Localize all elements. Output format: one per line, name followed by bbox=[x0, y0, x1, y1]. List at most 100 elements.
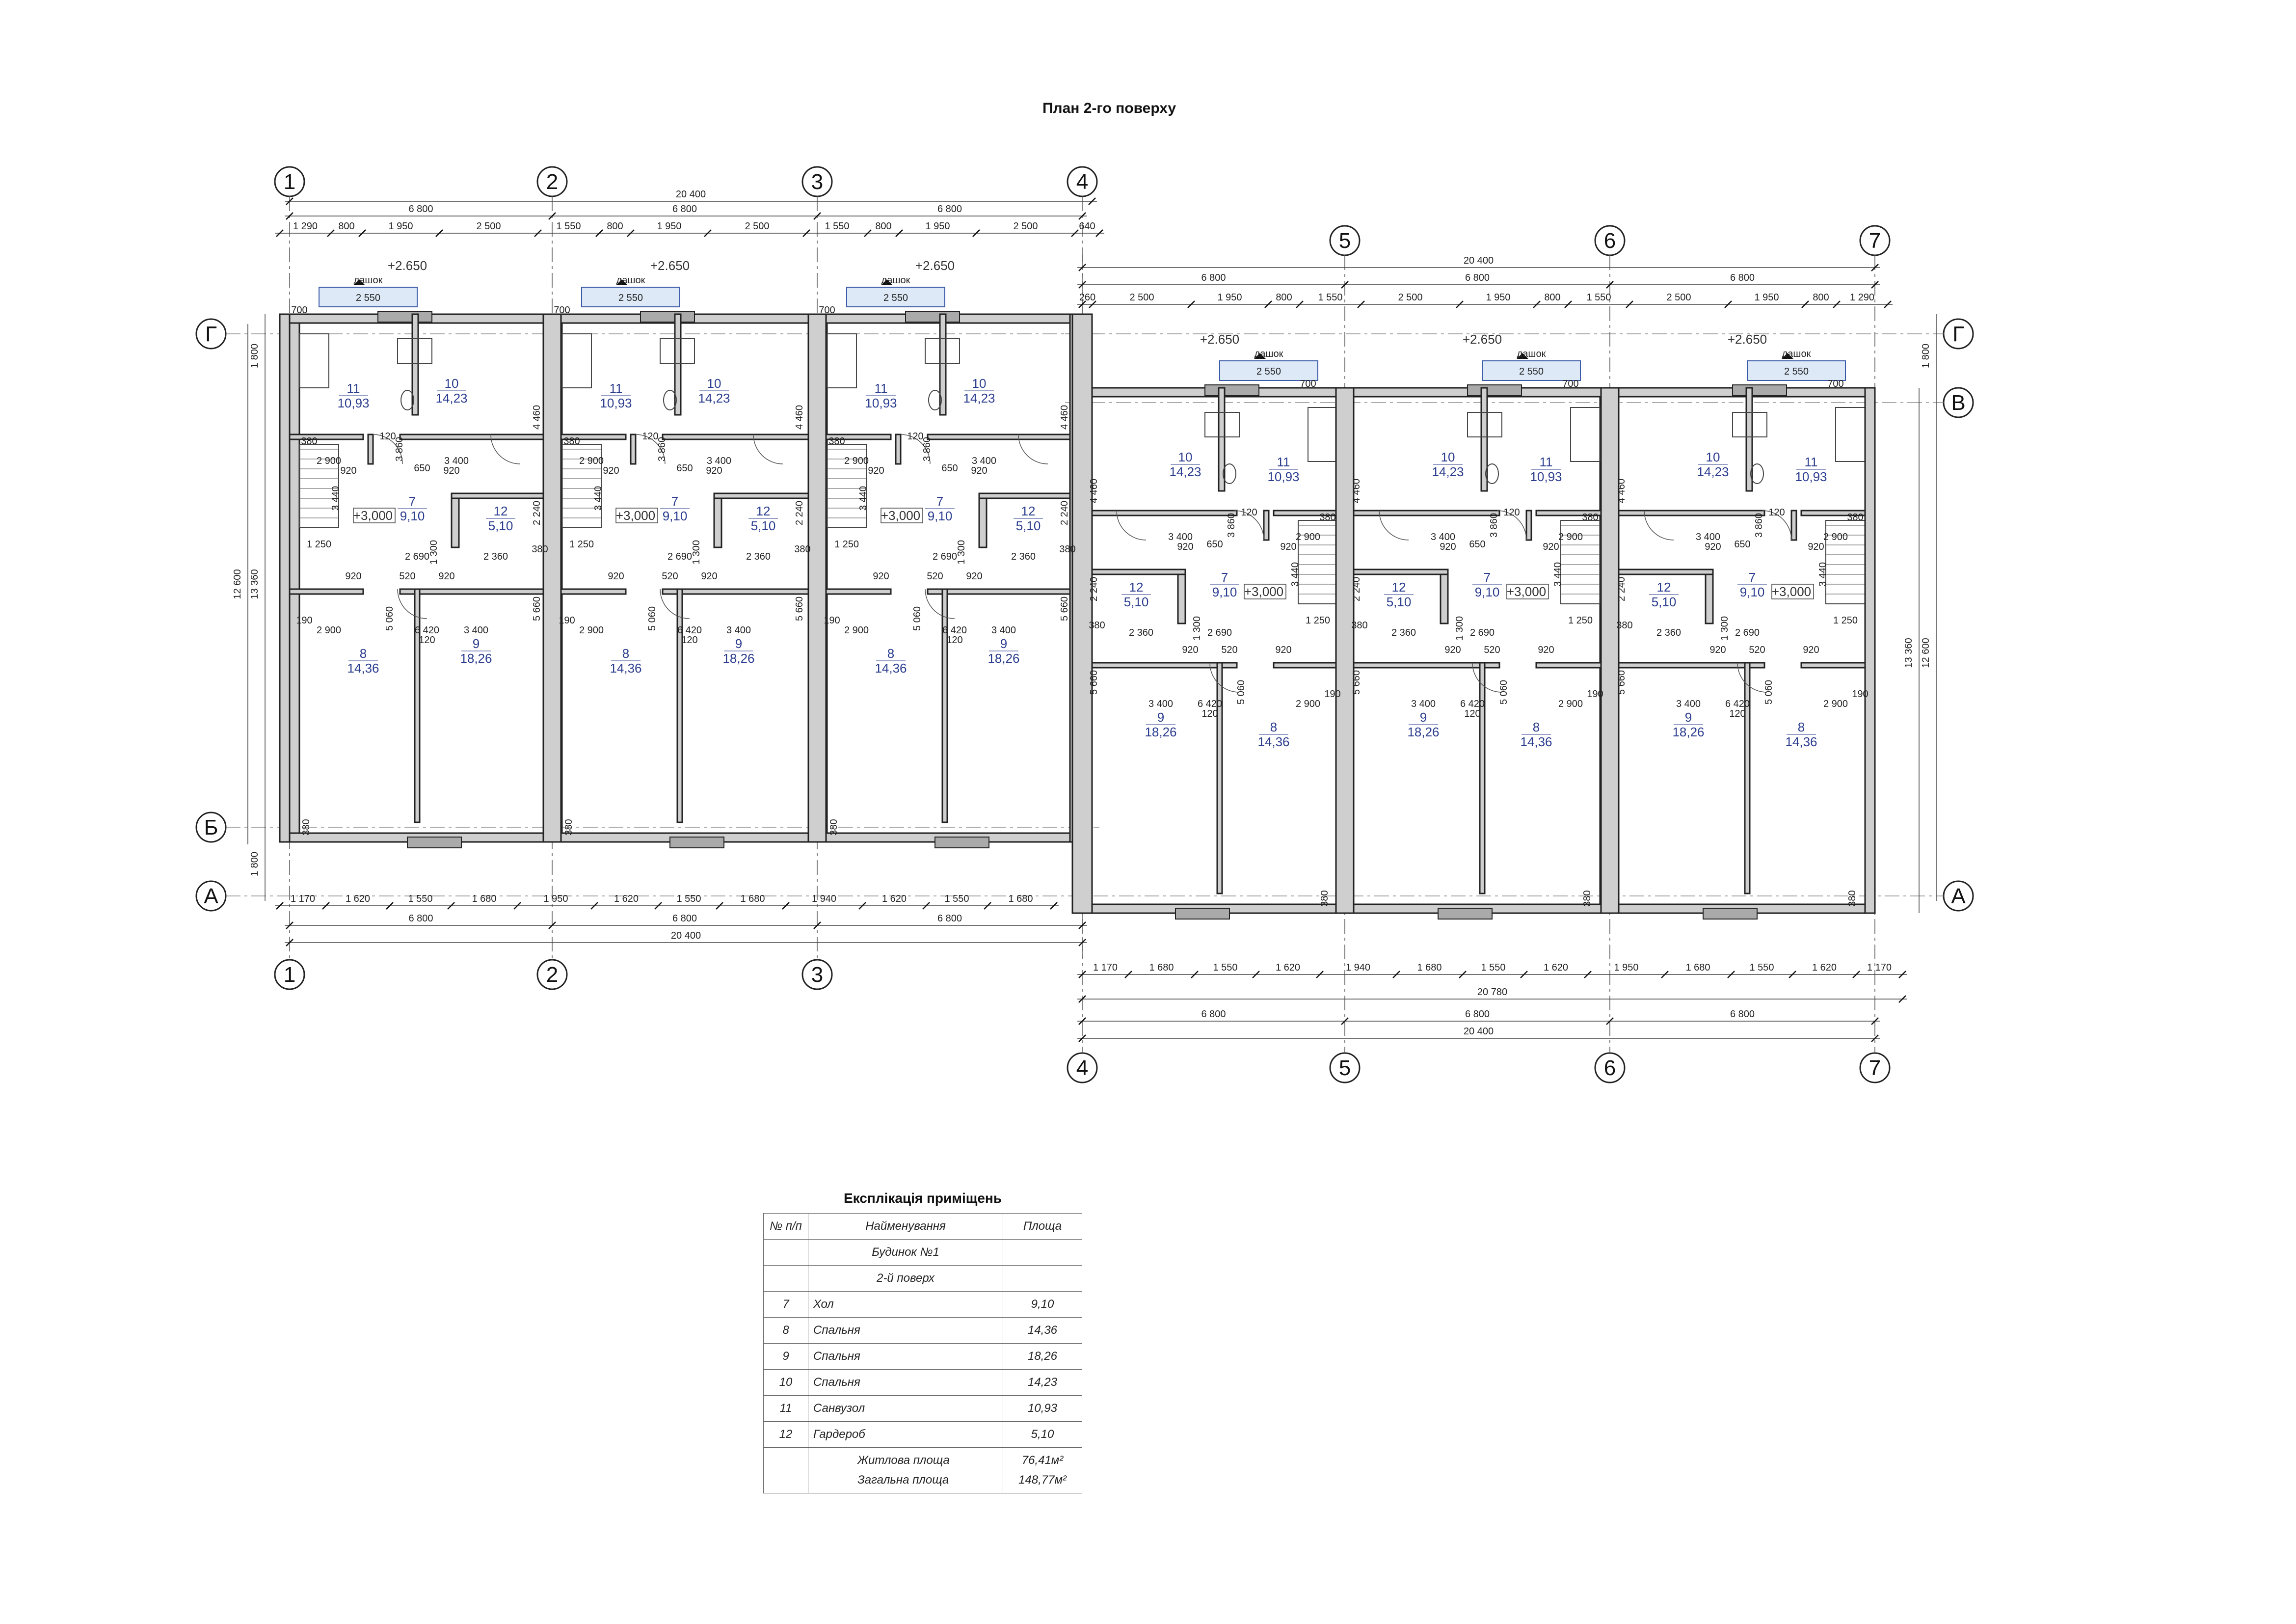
unit-R6-elev-roof: +2.650 bbox=[1728, 332, 1767, 347]
unit-L2-room-9-area: 18,26 bbox=[722, 651, 754, 666]
unit-L1-room-8-area: 14,36 bbox=[347, 661, 379, 676]
unit-R6-dim: 2 900 bbox=[1823, 699, 1848, 709]
dim-chain-top-right-value: 800 bbox=[1544, 292, 1560, 303]
unit-R6-wall-h3b bbox=[1609, 662, 1765, 669]
unit-L3-stair bbox=[827, 444, 867, 528]
dim-chain-bottom-left-value: 1 550 bbox=[944, 893, 969, 904]
unit-R4-dim: 3 400 bbox=[1168, 532, 1193, 542]
unit-R4-elev-floor-box bbox=[1244, 584, 1286, 599]
unit-L3-canopy-width: 2 550 bbox=[883, 293, 908, 303]
dim-right-13360: 13 360 bbox=[1903, 638, 1914, 668]
unit-L1-dim: 650 bbox=[414, 463, 430, 474]
unit-R4-door bbox=[1209, 662, 1240, 693]
unit-R6-door bbox=[1644, 510, 1674, 541]
unit-L3-room-9-num: 9 bbox=[1000, 636, 1007, 651]
unit-R6-wall-h2 bbox=[1609, 568, 1714, 575]
unit-R5-elev-floor-box bbox=[1506, 584, 1549, 599]
unit-R5-room-11-area: 10,93 bbox=[1530, 469, 1562, 484]
unit-R5-room-9-area: 18,26 bbox=[1407, 725, 1439, 739]
unit-L3-dim: 120 bbox=[907, 431, 923, 442]
unit-L2-dim: 120 bbox=[681, 635, 697, 646]
unit-R5-dim: 3 400 bbox=[1411, 699, 1436, 709]
living-area-value: 76,41м² bbox=[1021, 1454, 1064, 1467]
unit-L3-dim: 920 bbox=[966, 571, 982, 582]
unit-R5-wall-v3 bbox=[1479, 662, 1486, 894]
unit-R5-bath bbox=[1570, 407, 1601, 462]
unit-R5-dim: 520 bbox=[1484, 645, 1500, 655]
dim-chain-top-left-value: 800 bbox=[607, 221, 623, 232]
dim-span-bottom-left-tick bbox=[548, 921, 556, 929]
unit-R6-room-10-num: 10 bbox=[1706, 450, 1720, 464]
unit-L1-stair bbox=[299, 444, 339, 528]
unit-R4-sink bbox=[1204, 412, 1240, 437]
unit-R6-dim: 920 bbox=[1709, 645, 1726, 655]
dim-span-bottom-right-value: 6 800 bbox=[1465, 1009, 1490, 1020]
unit-R5-window-top bbox=[1467, 384, 1522, 396]
dim-chain-bottom-right-value: 1 550 bbox=[1749, 962, 1774, 973]
unit-R6-dim: 380 bbox=[1847, 890, 1858, 906]
unit-L1-dim: 3 400 bbox=[444, 456, 469, 466]
unit-L3-dim: 2 690 bbox=[933, 551, 957, 562]
dim-chain-bottom-right-value: 1 680 bbox=[1417, 962, 1442, 973]
unit-L1-room-9-area: 18,26 bbox=[460, 651, 492, 666]
unit-L2-dim: 1 250 bbox=[569, 539, 594, 550]
unit-R4-dim: 920 bbox=[1182, 645, 1198, 655]
unit-L3-dim: 920 bbox=[868, 465, 884, 476]
dim-chain-top-left-value: 800 bbox=[338, 221, 354, 232]
unit-R5-elev-floor: +3,000 bbox=[1507, 584, 1546, 599]
unit-R4-bath bbox=[1308, 407, 1338, 462]
unit-R6-room-9-area: 18,26 bbox=[1672, 725, 1704, 739]
unit-R5-dim: 2 900 bbox=[1558, 699, 1583, 709]
dim-chain-top-right-tick bbox=[1456, 300, 1464, 308]
dim-total-bottom-right-tick bbox=[1871, 1034, 1879, 1042]
dim-chain-top-left-tick bbox=[627, 229, 635, 237]
unit-L2-dim: 2 240 bbox=[794, 501, 805, 525]
unit-L3-room-12-area: 5,10 bbox=[1016, 518, 1041, 533]
unit-R6-canopy-label: дашок bbox=[1782, 349, 1811, 359]
unit-L2-dim: 120 bbox=[642, 431, 658, 442]
axis-bubble-left-G-label: Г bbox=[205, 322, 217, 346]
unit-R6-dim: 380 bbox=[1847, 512, 1863, 523]
unit-L2-canopy-width: 2 550 bbox=[618, 293, 643, 303]
dim-chain-bottom-left-tick bbox=[322, 902, 330, 910]
unit-L1-wall-h3a bbox=[289, 588, 364, 595]
axis-bubble-bottom-3-label: 3 bbox=[811, 963, 823, 987]
dim-chain-bottom-left-value: 1 680 bbox=[740, 893, 765, 904]
unit-R4-wall-v1 bbox=[1263, 510, 1270, 541]
unit-R6-wall-h1a bbox=[1800, 510, 1876, 516]
dim-chain-bottom-right-tick bbox=[1078, 971, 1086, 978]
unit-R6-dim: 5 660 bbox=[1616, 670, 1627, 695]
unit-L1-room-10-num: 10 bbox=[445, 376, 459, 391]
unit-L2-dim: 920 bbox=[706, 465, 722, 476]
building-label: Будинок №1 bbox=[808, 1239, 1003, 1266]
dim-chain-top-right-tick bbox=[1187, 300, 1195, 308]
unit-L1-dim: 5 060 bbox=[384, 606, 395, 631]
unit-L1-elev-marker bbox=[353, 279, 365, 285]
unit-L3-wall-v3 bbox=[941, 588, 948, 823]
unit-R6-dim: 920 bbox=[1705, 541, 1721, 552]
dim-chain-bottom-right-tick bbox=[1898, 971, 1906, 978]
unit-L3-dim: 2 900 bbox=[844, 456, 869, 466]
dim-chain-top-right-value: 1 950 bbox=[1217, 292, 1242, 303]
unit-L2-dim: 5 060 bbox=[647, 606, 658, 631]
unit-R5-dim: 2 690 bbox=[1470, 627, 1495, 638]
dim-chain-top-right-tick bbox=[1078, 300, 1086, 308]
unit-L3-elev-floor-box bbox=[881, 508, 923, 523]
unit-L2-elev-marker bbox=[616, 279, 628, 285]
unit-R4-canopy bbox=[1219, 360, 1318, 381]
unit-R5-dim: 380 bbox=[1582, 890, 1593, 906]
axis-bubble-bottom-3 bbox=[801, 959, 833, 990]
unit-L2-dim: 920 bbox=[608, 571, 624, 582]
unit-R5-stair bbox=[1560, 520, 1601, 604]
unit-R6-room-8-area: 14,36 bbox=[1785, 734, 1817, 749]
unit-L3-toilet bbox=[928, 390, 942, 410]
dim-span-bottom-left-value: 6 800 bbox=[408, 913, 433, 924]
unit-L1-dim: 3 440 bbox=[330, 486, 341, 511]
unit-R4-wall-wc bbox=[1218, 387, 1226, 492]
unit-R6-dim: 190 bbox=[1852, 689, 1868, 700]
unit-R6-room-11-num: 11 bbox=[1805, 455, 1818, 469]
dim-chain-top-right-value: 1 290 bbox=[1850, 292, 1874, 303]
axis-bubble-top-4-label: 4 bbox=[1076, 170, 1088, 194]
unit-L2-door bbox=[635, 434, 666, 464]
unit-L2-dim: 650 bbox=[676, 463, 693, 474]
